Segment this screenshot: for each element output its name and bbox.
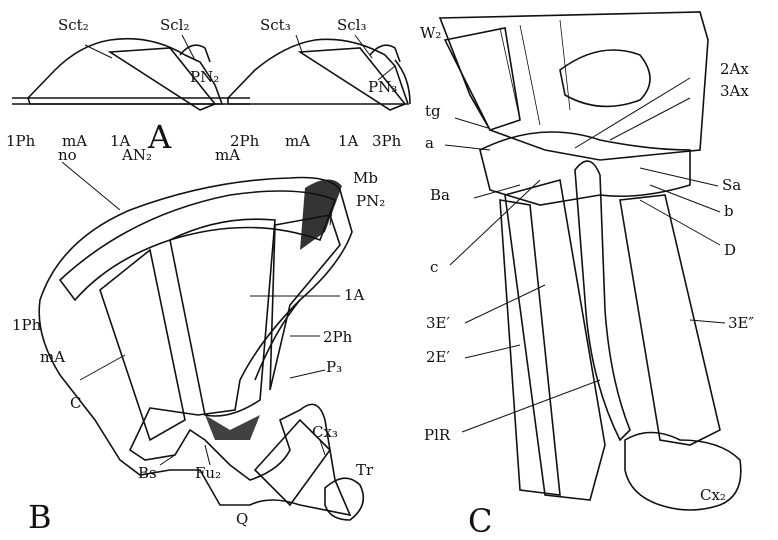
label-3e-double-prime: 3E″ (728, 314, 754, 332)
leader-b (650, 185, 720, 212)
label-pn2-b: PN₂ (356, 192, 385, 210)
label-sct3: Sct₃ (260, 16, 291, 34)
label-ba: Ba (430, 186, 450, 204)
label-1ph-b: 1Ph (12, 316, 42, 334)
pleural-ridge-plr (575, 161, 630, 440)
label-scl3: Scl₃ (337, 16, 367, 34)
leader-c-lower (450, 180, 540, 265)
leader-no (62, 162, 120, 210)
leader-tg (455, 118, 488, 128)
label-c-lower: c (430, 258, 438, 276)
leader-lines (62, 35, 725, 465)
label-2ax: 2Ax (720, 60, 749, 78)
label-3e-prime: 3E′ (426, 314, 450, 332)
leader-p3 (290, 370, 325, 378)
label-cx3: Cx₃ (312, 423, 338, 441)
leader-2e-prime (465, 345, 520, 358)
label-fu2: Fu₂ (195, 464, 221, 482)
segment-3-edge (395, 60, 410, 104)
axillary-sclerites (560, 50, 650, 106)
label-tg: tg (425, 102, 441, 120)
panel-c-letter: C (468, 502, 492, 540)
furca-dark (205, 415, 260, 440)
label-ma-b-top: mA (215, 146, 240, 164)
leader-a (445, 145, 490, 150)
label-d: D (724, 241, 736, 259)
leader-3e-prime (465, 285, 545, 323)
label-b: b (724, 202, 734, 220)
label-plr: PlR (424, 426, 451, 444)
muscle-3e-double-prime (620, 195, 720, 445)
label-3ax: 3Ax (720, 82, 749, 100)
label-1a-b: 1A (344, 286, 365, 304)
label-c-b: C (70, 394, 81, 412)
labels: Sct₂ Scl₂ PN₂ Sct₃ Scl₃ PN₃ 1Ph mA 1A A … (6, 16, 754, 540)
notum-muscle (60, 191, 335, 300)
wing-veins (500, 20, 570, 125)
label-an2: AN₂ (121, 146, 152, 164)
pleural-ridge (255, 300, 300, 380)
leader-fu2 (205, 445, 210, 465)
label-scl2: Scl₂ (160, 16, 190, 34)
label-cx2: Cx₂ (700, 486, 726, 504)
leader-2ax (575, 78, 690, 148)
label-tr: Tr (356, 461, 374, 479)
wing-w2 (445, 28, 520, 130)
tergosternal-muscle (170, 219, 275, 416)
label-w2: W₂ (420, 24, 441, 42)
label-2e-prime: 2E′ (426, 348, 450, 366)
wing-base-outline (440, 12, 708, 160)
label-1ph-a: 1Ph (6, 132, 36, 150)
label-no: no (58, 146, 77, 164)
leader-ba (474, 185, 520, 198)
label-mb: Mb (353, 169, 378, 187)
label-pn2-a: PN₂ (190, 68, 219, 86)
label-ma-b-low: mA (40, 348, 65, 366)
leader-scl3 (355, 35, 372, 58)
label-p3: P₃ (326, 358, 342, 376)
label-q: Q (236, 510, 248, 528)
label-pn3: PN₃ (368, 78, 397, 96)
label-a: a (425, 134, 434, 152)
panel-c (440, 12, 741, 510)
label-3ph-a: 3Ph (372, 132, 402, 150)
segment-3-notch (370, 45, 400, 62)
label-sa: Sa (722, 176, 741, 194)
label-2ph-b: 2Ph (323, 328, 353, 346)
label-1a-a-right: 1A (338, 132, 359, 150)
label-ma-a-right: mA (285, 132, 310, 150)
panel-b-letter: B (28, 498, 52, 536)
leader-sa (640, 168, 718, 186)
leader-d (640, 200, 720, 245)
leader-c (80, 355, 125, 380)
label-bs: Bs (138, 464, 157, 482)
label-sct2: Sct₂ (58, 16, 89, 34)
